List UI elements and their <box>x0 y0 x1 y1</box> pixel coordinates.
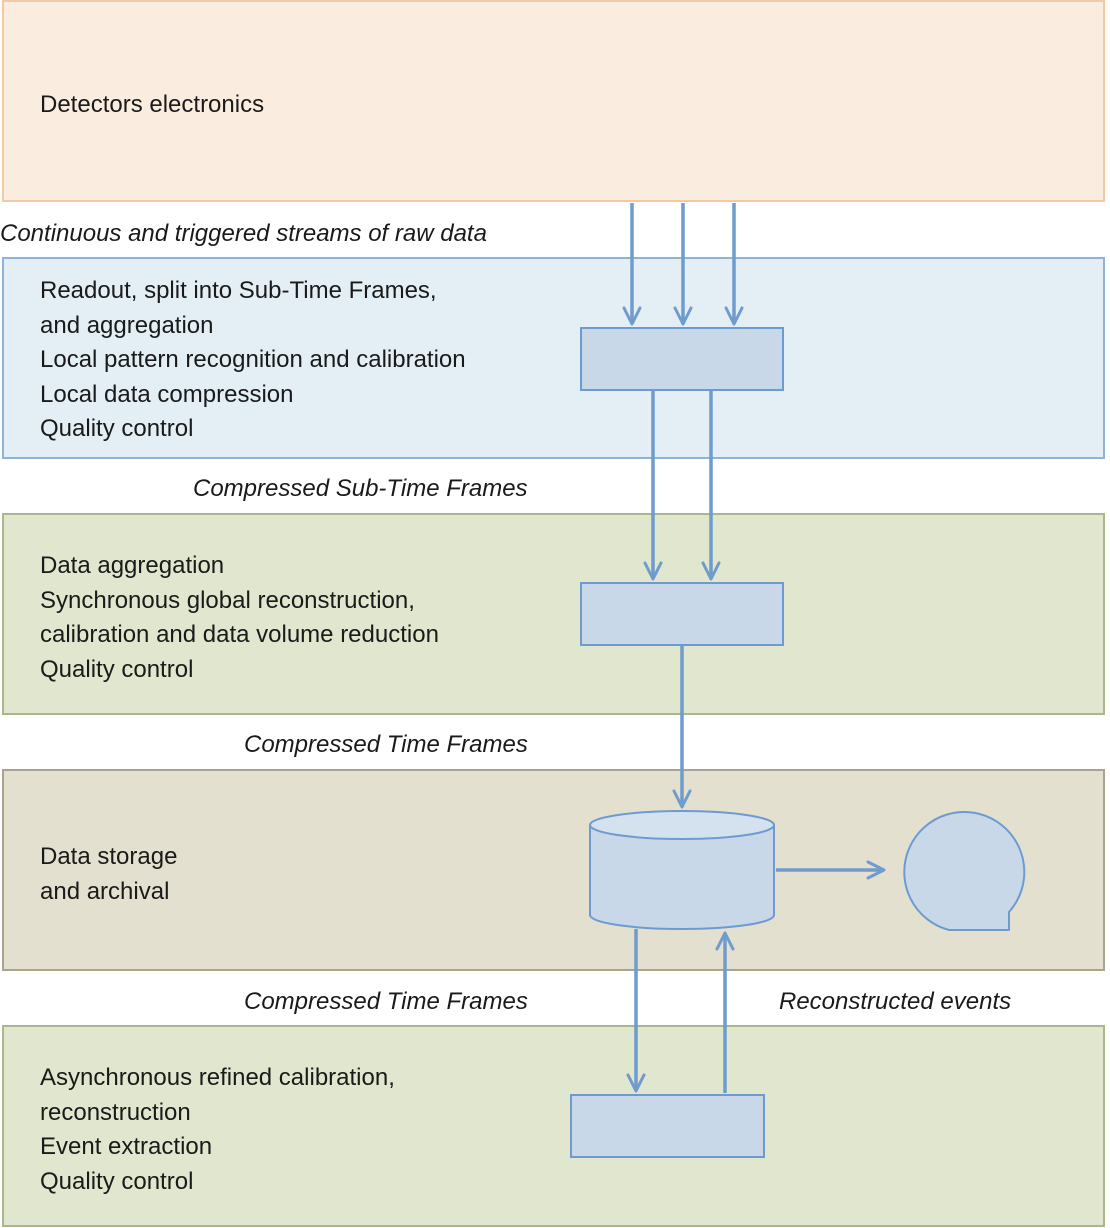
band-line: Data aggregation <box>40 552 225 579</box>
band-line: Quality control <box>40 655 194 683</box>
storage-cylinder-icon <box>589 810 775 930</box>
band-detectors-electronics: Detectors electronics <box>2 0 1105 202</box>
band-storage-text: Data storage and archival <box>40 840 177 909</box>
band-detectors-text: Detectors electronics <box>40 88 264 123</box>
flow-label-raw-data: Continuous and triggered streams of raw … <box>0 220 487 247</box>
band-line: Readout, split into Sub-Time Frames, <box>40 277 437 304</box>
band-synchronous-processing: Data aggregation Synchronous global reco… <box>2 513 1105 715</box>
band-asynchronous-processing: Asynchronous refined calibration, recons… <box>2 1025 1105 1227</box>
band-line: Detectors electronics <box>40 91 265 118</box>
tape-archive-icon <box>903 811 1026 931</box>
band-readout-text: Readout, split into Sub-Time Frames, and… <box>40 274 466 447</box>
readout-node-box <box>580 327 784 391</box>
band-line: Local data compression <box>40 380 294 408</box>
band-line: Data storage <box>40 843 178 870</box>
flow-label-reconstructed-events: Reconstructed events <box>779 988 1012 1015</box>
band-line: Asynchronous refined calibration, <box>40 1064 395 1091</box>
sync-node-box <box>580 582 784 646</box>
band-line: Event extraction <box>40 1133 213 1160</box>
band-line: Local pattern recognition and calibratio… <box>40 346 466 373</box>
flow-label-sub-time-frames: Compressed Sub-Time Frames <box>193 475 528 502</box>
flow-label-time-frames: Compressed Time Frames <box>244 731 528 758</box>
band-async-text: Asynchronous refined calibration, recons… <box>40 1061 395 1199</box>
band-line: Synchronous global reconstruction, <box>40 586 415 614</box>
async-node-box <box>570 1094 765 1158</box>
band-line: calibration and data volume reduction <box>40 621 439 648</box>
flow-label-time-frames-async: Compressed Time Frames <box>244 988 528 1015</box>
band-line: and archival <box>40 877 170 905</box>
band-readout: Readout, split into Sub-Time Frames, and… <box>2 257 1105 459</box>
band-line: and aggregation <box>40 311 214 339</box>
band-line: reconstruction <box>40 1098 191 1126</box>
arrows <box>622 203 886 1093</box>
band-line: Quality control <box>40 1167 194 1195</box>
band-sync-text: Data aggregation Synchronous global reco… <box>40 549 439 687</box>
band-line: Quality control <box>40 415 194 442</box>
